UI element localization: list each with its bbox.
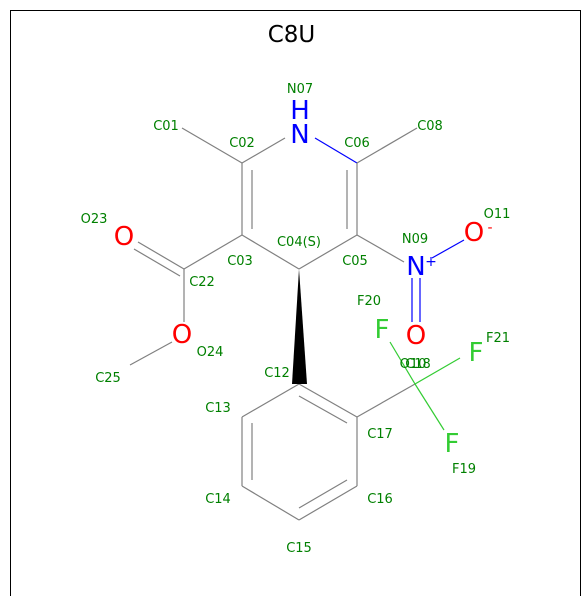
bond-c18-f21 [414, 357, 461, 385]
bond-c15-c16-inner [298, 479, 348, 509]
symbol-o11: O [464, 218, 484, 248]
label-c12: C12 [264, 366, 290, 381]
charge-n09: + [425, 254, 437, 270]
molecule-title: C8U [267, 22, 316, 48]
symbol-f19: F [445, 429, 460, 459]
label-c22: C22 [189, 275, 215, 290]
label-c02: C02 [229, 136, 255, 151]
label-o23: O23 [81, 212, 108, 227]
bond-c04-c03 [241, 234, 300, 270]
bond-n07-c06 [314, 137, 358, 164]
label-c01: C01 [153, 119, 179, 134]
bond-c06-c08 [356, 127, 418, 164]
label-c14: C14 [205, 492, 231, 507]
atom-labels: N07 C01 C02 C06 C08 O23 C03 C04(S) C05 N… [81, 82, 511, 556]
label-c08: C08 [417, 119, 443, 134]
symbol-f21: F [469, 338, 484, 368]
bond-c05-n09 [356, 234, 405, 263]
bond-c14-c15 [241, 485, 300, 521]
label-c06: C06 [344, 136, 370, 151]
label-n07: N07 [287, 82, 313, 97]
symbol-o10: O [406, 321, 426, 351]
symbol-o24: O [172, 320, 192, 350]
bond-c12-c13 [241, 383, 300, 418]
bond-c03-c22 [183, 234, 243, 270]
label-c16: C16 [367, 492, 393, 507]
symbol-h07: H [290, 96, 310, 126]
label-f20: F20 [357, 294, 381, 309]
bond-c02-n07 [241, 137, 286, 164]
symbol-o23: O [114, 222, 134, 252]
label-n09: N09 [402, 232, 428, 247]
label-o24: O24 [197, 345, 224, 360]
label-c25: C25 [95, 371, 121, 386]
bond-c05-c04 [298, 234, 358, 270]
bond-c15-c16 [298, 485, 358, 521]
bond-c22-o23-a [137, 241, 185, 270]
symbol-f20: F [375, 315, 390, 345]
label-c04: C04(S) [277, 235, 321, 250]
wedge-bond-c04-c12 [292, 269, 307, 384]
label-f21: F21 [486, 331, 510, 346]
label-c13: C13 [205, 401, 231, 416]
label-o10: O10 [400, 357, 427, 372]
bonds [129, 127, 465, 521]
bond-c18-f20 [389, 341, 416, 385]
label-o11: O11 [484, 207, 511, 222]
bond-c17-c18 [356, 383, 416, 418]
symbol-n09: N [406, 252, 425, 282]
diagram-frame [10, 10, 581, 596]
label-c18: C18 [405, 357, 431, 372]
bond-c02-c01 [181, 127, 243, 164]
charge-o11: - [487, 220, 492, 236]
bond-c18-f19 [414, 383, 445, 431]
bond-n09-o11 [431, 239, 465, 259]
label-c05: C05 [342, 254, 368, 269]
element-symbols: H N O O N + O - O F F F [114, 96, 493, 459]
bond-c17-c12-inner [298, 395, 348, 424]
label-c03: C03 [227, 254, 253, 269]
bond-c22-o23-b [133, 248, 181, 277]
symbol-n07: N [290, 120, 309, 150]
bond-c17-c12 [298, 383, 358, 418]
label-c17: C17 [367, 427, 393, 442]
label-c15: C15 [286, 541, 312, 556]
bond-o24-c25 [129, 341, 173, 366]
label-f19: F19 [452, 462, 476, 477]
